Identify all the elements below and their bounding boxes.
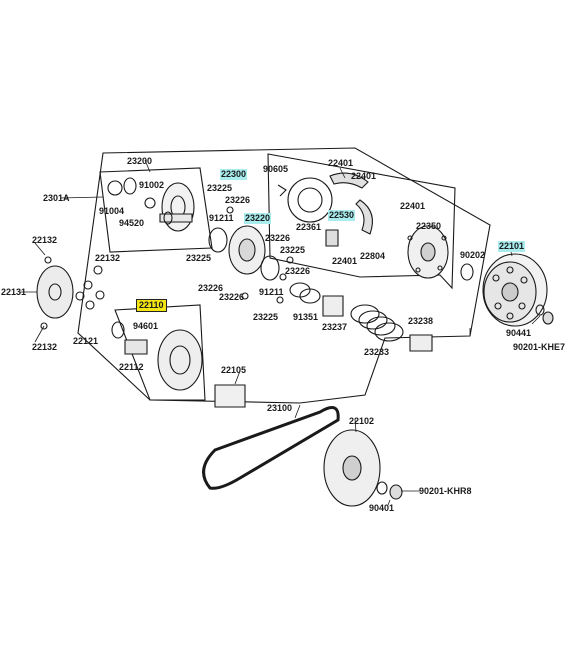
label-23233: 23233 [364, 347, 390, 357]
label-22131: 22131 [1, 287, 27, 297]
label-91004: 91004 [99, 206, 125, 216]
driven-pulley [112, 322, 202, 390]
label-23238: 23238 [408, 316, 434, 326]
collar [215, 385, 245, 407]
label-22401-d: 22401 [332, 256, 358, 266]
label-90202: 90202 [460, 250, 486, 260]
label-90441: 90441 [506, 328, 532, 338]
drive-belt [204, 408, 339, 489]
label-23237: 23237 [322, 322, 348, 332]
label-22530: 22530 [328, 210, 356, 221]
label-22401-c: 22401 [400, 201, 426, 211]
spring-parts [290, 283, 432, 351]
label-22102: 22102 [349, 416, 375, 426]
clutch-shoes [278, 173, 372, 246]
label-2301A: 2301A [43, 193, 70, 203]
clutch-plate [408, 226, 473, 280]
label-22132-b: 22132 [95, 253, 121, 263]
label-22300: 22300 [220, 169, 248, 180]
label-91351: 91351 [293, 312, 319, 322]
label-90401: 90401 [369, 503, 395, 513]
label-22110-selected: 22110 [136, 299, 167, 312]
driven-pulley-frame [115, 305, 205, 400]
label-22401-b: 22401 [351, 171, 377, 181]
label-90201-KHR8: 90201-KHR8 [419, 486, 472, 496]
label-23226-c: 23226 [285, 266, 311, 276]
assembly-frame [78, 148, 490, 403]
label-22361: 22361 [296, 222, 322, 232]
label-23226-e: 23226 [219, 292, 245, 302]
drive-face-assembly [108, 178, 194, 231]
label-23226-d: 23226 [198, 283, 224, 293]
clutch-frame [268, 154, 455, 288]
label-94601: 94601 [133, 321, 159, 331]
label-91211-a: 91211 [209, 213, 234, 223]
label-90605: 90605 [263, 164, 289, 174]
label-22350: 22350 [416, 221, 442, 231]
label-23225-b: 23225 [280, 245, 306, 255]
ramp-plate [37, 257, 104, 329]
label-22804: 22804 [360, 251, 386, 261]
label-22401-a: 22401 [328, 158, 354, 168]
label-94520: 94520 [119, 218, 145, 228]
label-23220: 23220 [244, 213, 272, 224]
label-23100: 23100 [267, 403, 293, 413]
label-22132-c: 22132 [32, 342, 58, 352]
label-90201-KHE7: 90201-KHE7 [513, 342, 566, 352]
label-22101: 22101 [498, 241, 526, 252]
label-22105: 22105 [221, 365, 247, 375]
label-23226-a: 23226 [225, 195, 251, 205]
label-23225-a: 23225 [207, 183, 233, 193]
leader-lines [20, 160, 540, 505]
label-22121: 22121 [73, 336, 99, 346]
label-91002: 91002 [139, 180, 165, 190]
label-22112: 22112 [119, 362, 144, 372]
label-91211-b: 91211 [259, 287, 284, 297]
label-23226-b: 23226 [265, 233, 291, 243]
label-23225-d: 23225 [253, 312, 279, 322]
variator-parts [209, 207, 293, 303]
movable-face [324, 430, 402, 506]
label-23225-c: 23225 [186, 253, 212, 263]
label-23200: 23200 [127, 156, 153, 166]
label-22132-a: 22132 [32, 235, 58, 245]
drive-face-frame [100, 168, 212, 252]
clutch-outer [483, 254, 553, 326]
